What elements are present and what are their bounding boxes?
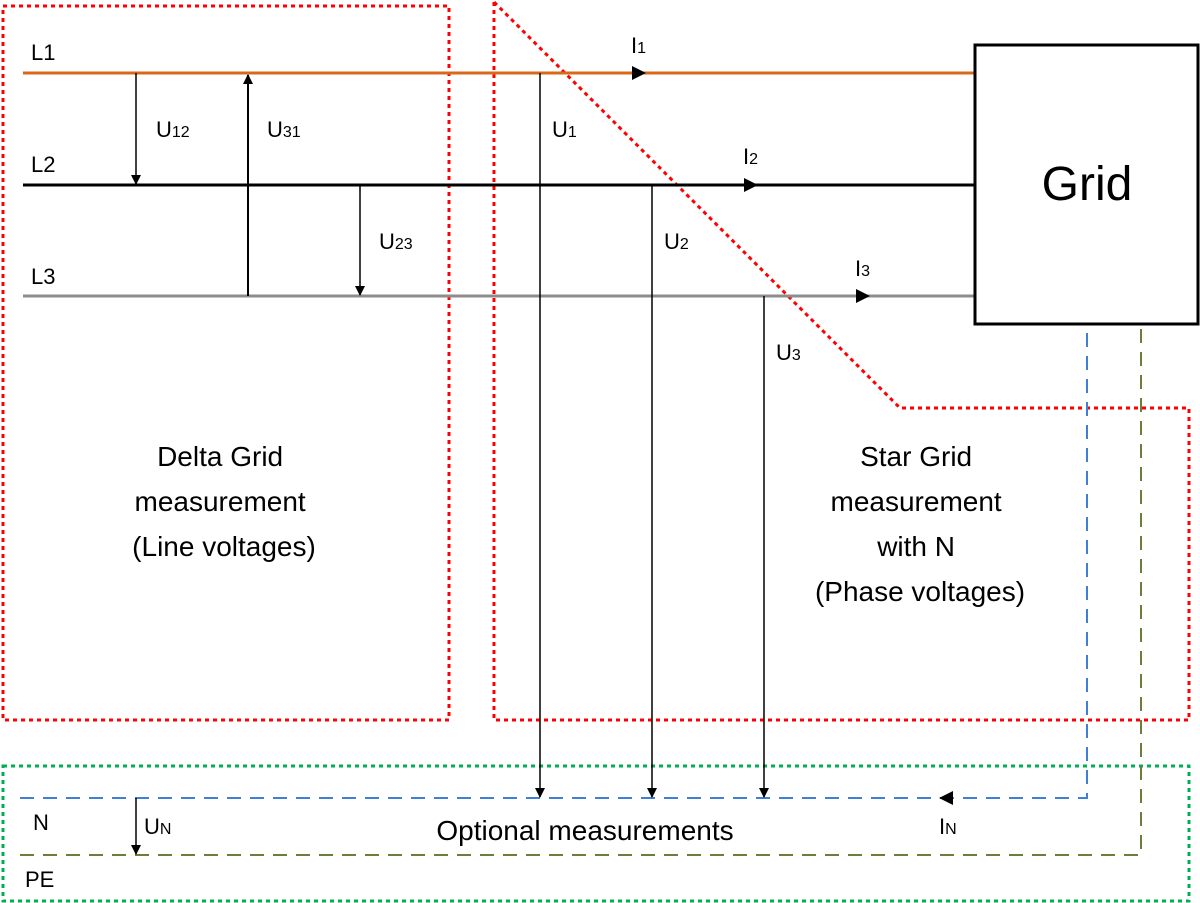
label-U2: U2 bbox=[664, 229, 689, 254]
label-U3: U3 bbox=[776, 340, 801, 365]
star-region-box bbox=[492, 0, 1191, 722]
label-L2: L2 bbox=[31, 152, 55, 177]
label-I2: I2 bbox=[743, 144, 758, 169]
optional-region-label: Optional measurements bbox=[436, 815, 733, 846]
label-PE: PE bbox=[25, 867, 54, 892]
label-UN: UN bbox=[144, 814, 171, 839]
label-U23: U23 bbox=[379, 229, 413, 254]
label-L1: L1 bbox=[31, 40, 55, 65]
grid-box bbox=[973, 43, 1200, 326]
delta-region-box bbox=[1, 4, 451, 722]
arrowhead-I3 bbox=[856, 289, 870, 303]
line-PE bbox=[20, 326, 1142, 856]
arrowhead-I2 bbox=[744, 178, 758, 192]
label-U12: U12 bbox=[156, 117, 190, 142]
label-N: N bbox=[33, 810, 49, 835]
optional-region-box bbox=[1, 764, 1191, 903]
label-IN: IN bbox=[939, 814, 957, 839]
label-I3: I3 bbox=[855, 256, 870, 281]
label-U31: U31 bbox=[267, 117, 301, 142]
grid-label: Grid bbox=[1042, 158, 1133, 211]
label-I1: I1 bbox=[631, 33, 646, 58]
line-N bbox=[20, 326, 1088, 799]
star-region-label: Star Grid measurement with N (Phase volt… bbox=[815, 441, 1025, 607]
label-L3: L3 bbox=[31, 264, 55, 289]
arrowhead-I1 bbox=[632, 66, 646, 80]
arrowhead-IN bbox=[939, 791, 953, 805]
delta-region-label: Delta Grid measurement (Line voltages) bbox=[132, 441, 316, 562]
label-U1: U1 bbox=[552, 117, 577, 142]
